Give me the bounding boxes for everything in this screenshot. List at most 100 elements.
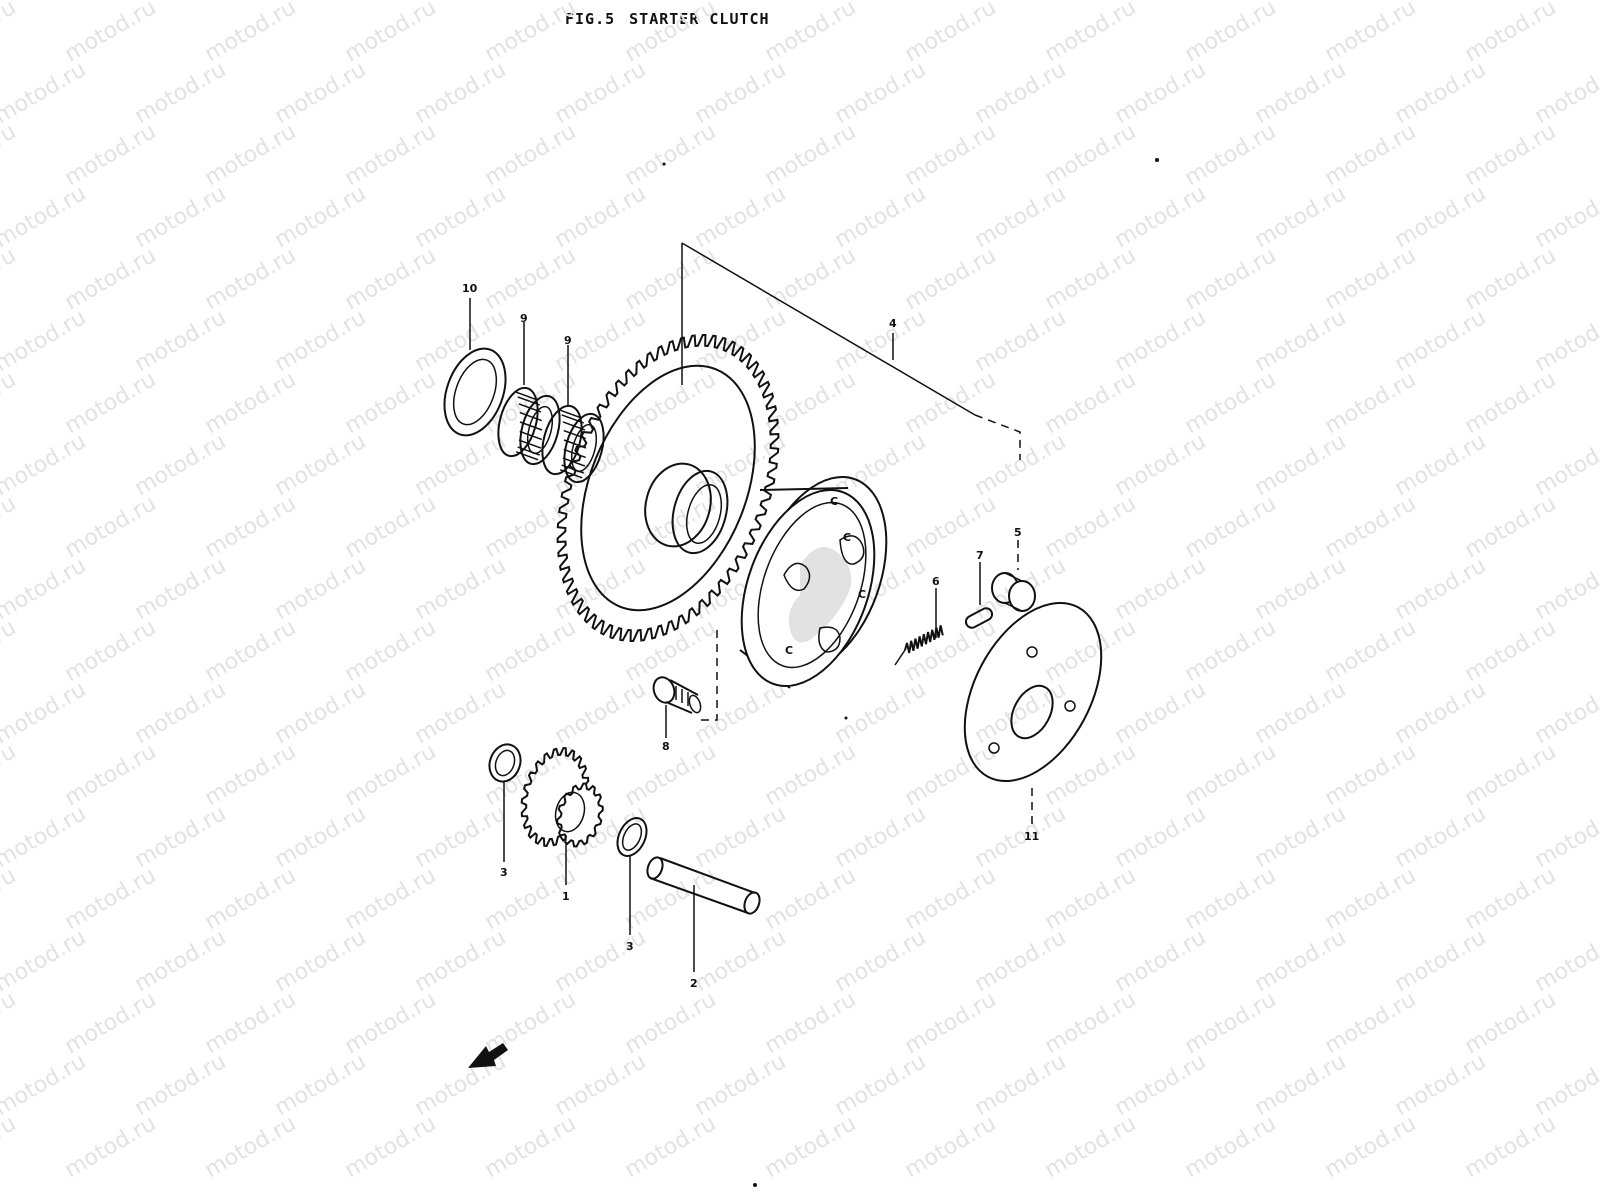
figure-name: STARTER CLUTCH (629, 10, 770, 28)
watermark-text: motod.ru (481, 615, 581, 687)
needle-roller (515, 451, 539, 461)
watermark-text: motod.ru (1321, 243, 1421, 315)
watermark-text: motod.ru (61, 243, 161, 315)
callout-8: 8 (662, 740, 670, 753)
watermark-text: motod.ru (551, 181, 651, 253)
watermark-text: motod.ru (0, 491, 20, 563)
idle-gear-bore (554, 791, 586, 833)
watermark-text: motod.ru (1391, 181, 1491, 253)
watermark-text: motod.ru (621, 739, 721, 811)
watermark-text: motod.ru (1461, 243, 1561, 315)
watermark-text: motod.ru (1181, 987, 1281, 1059)
watermark-text: motod.ru (971, 1049, 1071, 1121)
bearing-2-front (563, 412, 605, 484)
watermark-text: motod.ru (271, 429, 371, 501)
watermark-text: motod.ru (61, 739, 161, 811)
watermark-text: motod.ru (1531, 305, 1600, 377)
watermark-text: motod.ru (1391, 57, 1491, 129)
watermark-text: motod.ru (1181, 0, 1281, 67)
watermark-text: motod.ru (1041, 739, 1141, 811)
leader-lines (469, 242, 1033, 972)
part-6-spring (894, 625, 944, 666)
watermark-text: motod.ru (0, 739, 20, 811)
watermark-text: motod.ru (61, 0, 161, 67)
watermark-text: motod.ru (971, 925, 1071, 997)
watermark-text: motod.ru (551, 1049, 651, 1121)
part-10-washer (443, 347, 507, 437)
watermark-text: motod.ru (1531, 677, 1600, 749)
watermark-text: motod.ru (831, 925, 931, 997)
clutch-mark-c4: C (830, 495, 838, 508)
watermark-text: motod.ru (761, 119, 861, 191)
watermark-text: motod.ru (131, 305, 231, 377)
part-4-clutch-housing: C C C C (739, 475, 888, 689)
watermark-text: motod.ru (761, 863, 861, 935)
watermark-text: motod.ru (481, 367, 581, 439)
watermark-text: motod.ru (341, 1111, 441, 1183)
callout-1: 1 (562, 890, 570, 903)
watermark-text: motod.ru (1391, 801, 1491, 873)
watermark-text: motod.ru (1181, 491, 1281, 563)
watermark-text: motod.ru (1251, 801, 1351, 873)
watermark-text: motod.ru (621, 987, 721, 1059)
watermark-text: motod.ru (0, 119, 20, 191)
watermark-text: motod.ru (1461, 739, 1561, 811)
watermark-text: motod.ru (411, 553, 511, 625)
watermark-text: motod.ru (0, 429, 90, 501)
watermark-text: motod.ru (131, 553, 231, 625)
watermark-text: motod.ru (1461, 863, 1561, 935)
watermark-text: motod.ru (271, 801, 371, 873)
watermark-text: motod.ru (1251, 181, 1351, 253)
watermark-text: motod.ru (341, 367, 441, 439)
washer-left-hole (494, 749, 516, 777)
watermark-text: motod.ru (1181, 119, 1281, 191)
watermark-text: motod.ru (1251, 57, 1351, 129)
watermark-text: motod.ru (621, 615, 721, 687)
watermark-text: motod.ru (971, 57, 1071, 129)
part-2-shaft (646, 856, 761, 915)
part-8-bolt (652, 676, 702, 714)
watermark-text: motod.ru (271, 305, 371, 377)
watermark-text: motod.ru (0, 677, 90, 749)
watermark-text: motod.ru (271, 677, 371, 749)
watermark-text: motod.ru (971, 429, 1071, 501)
watermark-text: motod.ru (1531, 57, 1600, 129)
watermark-text: motod.ru (0, 0, 90, 5)
watermark-text: motod.ru (831, 305, 931, 377)
watermark-text: motod.ru (201, 739, 301, 811)
scan-dot-3 (844, 716, 848, 720)
watermark-text: motod.ru (1041, 491, 1141, 563)
watermark-text: motod.ru (1531, 925, 1600, 997)
watermark-text: motod.ru (1321, 0, 1421, 67)
watermark-text: motod.ru (1251, 305, 1351, 377)
watermark-text: motod.ru (341, 863, 441, 935)
watermark-text: motod.ru (1041, 243, 1141, 315)
figure-label: FIG.5 (565, 10, 616, 28)
watermark-text: motod.ru (0, 1111, 20, 1183)
watermark-text: motod.ru (1531, 1049, 1600, 1121)
watermark-text: motod.ru (1391, 925, 1491, 997)
needle-roller (561, 414, 584, 424)
watermark-text: motod.ru (341, 987, 441, 1059)
watermark-text: motod.ru (551, 677, 651, 749)
clutch-housing-top-edge (759, 487, 849, 491)
needle-roller (519, 430, 542, 441)
watermark-text: motod.ru (201, 491, 301, 563)
watermark-text: motod.ru (761, 0, 861, 67)
bolt-shank (665, 679, 699, 714)
callout-11: 11 (1024, 830, 1039, 843)
watermark-text: motod.ru (0, 181, 90, 253)
watermark-text: motod.ru (901, 615, 1001, 687)
callout-9a: 9 (520, 312, 528, 325)
roller-bottom (1004, 602, 1023, 612)
watermark-text: motod.ru (1531, 181, 1600, 253)
watermark-text: motod.ru (1181, 739, 1281, 811)
part-7-spring-cap (964, 607, 994, 629)
plate-bolt-hole-2 (988, 742, 1000, 754)
watermark-text: motod.ru (411, 801, 511, 873)
watermark-text: motod.ru (61, 863, 161, 935)
watermark-text: motod.ru (341, 243, 441, 315)
watermark-text: motod.ru (0, 863, 20, 935)
watermark-text: motod.ru (1041, 0, 1141, 67)
